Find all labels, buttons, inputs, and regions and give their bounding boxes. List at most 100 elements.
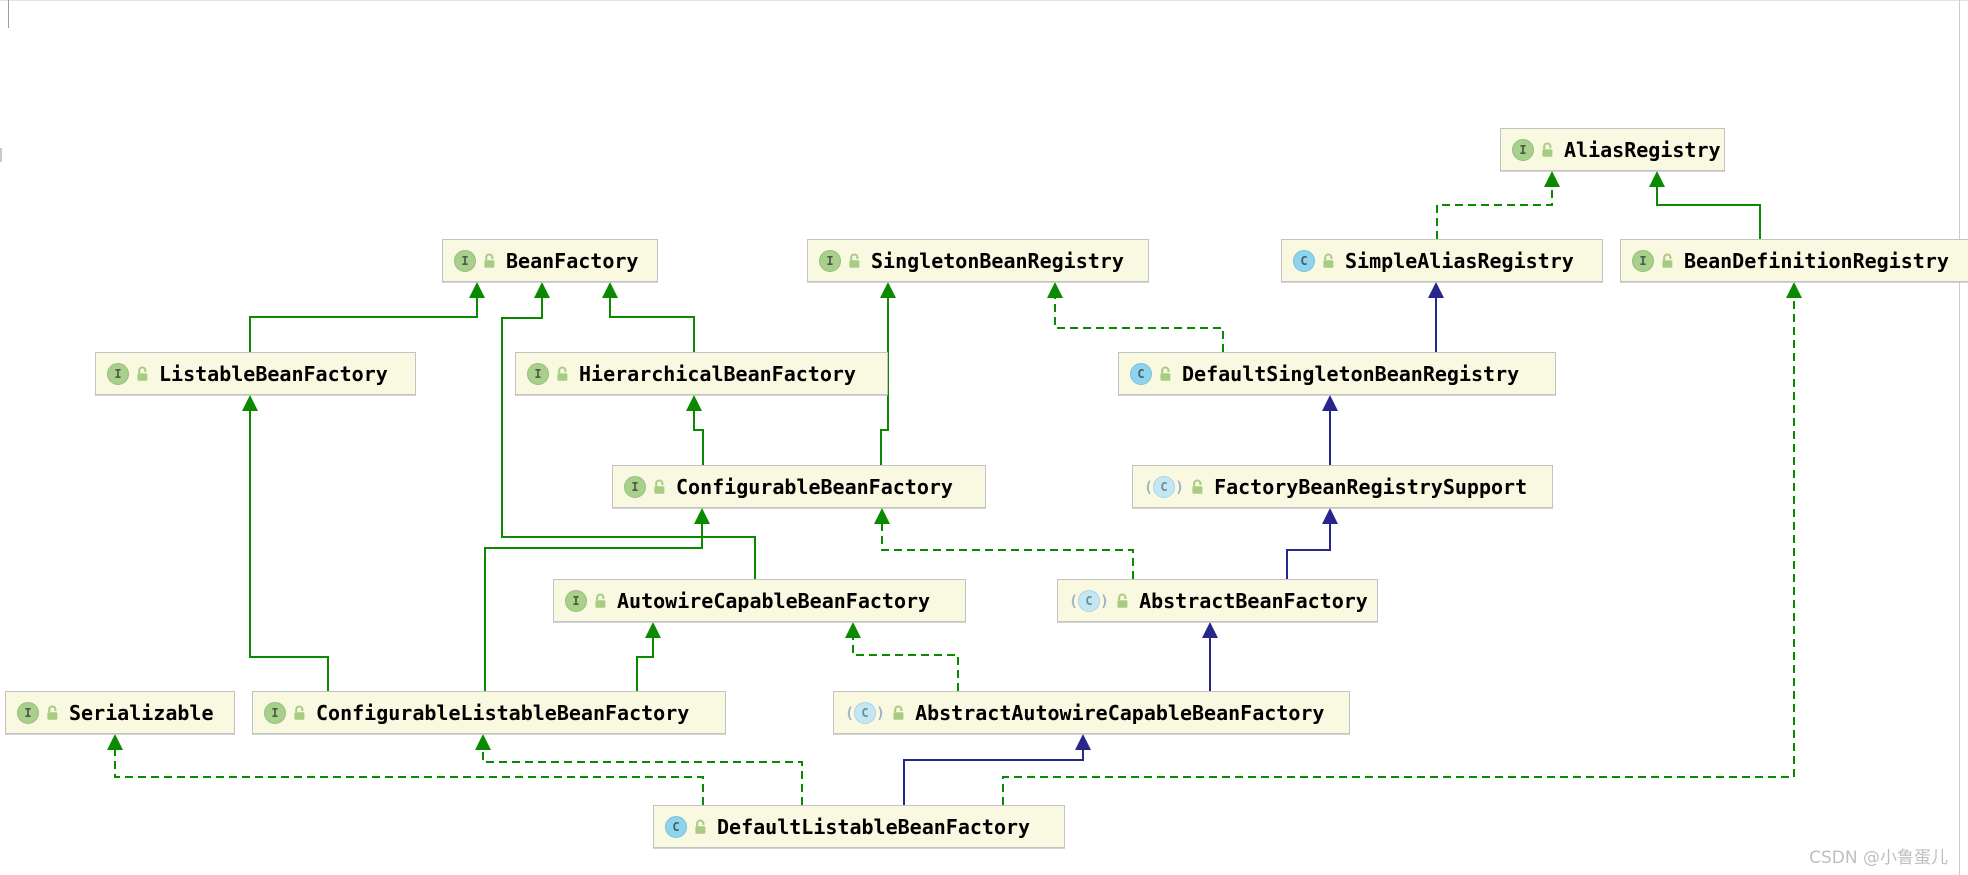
edge-BeanDefinitionRegistry-to-AliasRegistry [1656, 185, 1761, 239]
public-lock-icon [1659, 252, 1676, 269]
arrowhead-FactoryBeanRegistrySupport-to-DefaultSingletonBeanRegistry [1322, 395, 1338, 411]
edge-AutowireCapableBeanFactory-to-BeanFactory [501, 296, 756, 579]
edge-DefaultListableBeanFactory-to-ConfigurableListableBeanFactory [482, 748, 803, 805]
class-icon: C [1293, 249, 1337, 272]
edge-ListableBeanFactory-to-BeanFactory [249, 296, 478, 352]
class-icon: C [1130, 362, 1174, 385]
class-node-label: AutowireCapableBeanFactory [617, 588, 931, 613]
public-lock-icon [846, 252, 863, 269]
interface-icon: I [17, 701, 61, 724]
edge-ConfigurableBeanFactory-to-HierarchicalBeanFactory [693, 409, 704, 465]
public-lock-icon [1189, 478, 1206, 495]
edge-DefaultListableBeanFactory-to-Serializable [114, 748, 704, 805]
class-node-label: ConfigurableBeanFactory [676, 474, 953, 499]
class-node-AbstractAutowireCapableBeanFactory[interactable]: (C) AbstractAutowireCapableBeanFactory [833, 691, 1350, 734]
class-node-SingletonBeanRegistry[interactable]: I SingletonBeanRegistry [807, 239, 1149, 282]
arrowhead-SimpleAliasRegistry-to-AliasRegistry [1544, 171, 1560, 187]
public-lock-icon [291, 704, 308, 721]
arrowhead-ConfigurableBeanFactory-to-HierarchicalBeanFactory [686, 395, 702, 411]
abstract-paren-right: ) [1175, 477, 1185, 496]
class-node-SimpleAliasRegistry[interactable]: C SimpleAliasRegistry [1281, 239, 1603, 282]
class-node-BeanDefinitionRegistry[interactable]: I BeanDefinitionRegistry [1620, 239, 1968, 282]
interface-icon: I [264, 701, 308, 724]
public-lock-icon [134, 365, 151, 382]
edge-ConfigurableListableBeanFactory-to-ListableBeanFactory [249, 409, 329, 691]
top-border-line [0, 0, 1968, 1]
class-node-ConfigurableBeanFactory[interactable]: I ConfigurableBeanFactory [612, 465, 986, 508]
arrowhead-AbstractAutowireCapableBeanFactory-to-AutowireCapableBeanFactory [845, 622, 861, 638]
arrowhead-BeanDefinitionRegistry-to-AliasRegistry [1649, 171, 1665, 187]
arrowhead-ConfigurableListableBeanFactory-to-ConfigurableBeanFactory [694, 508, 710, 524]
class-node-label: DefaultListableBeanFactory [717, 814, 1031, 839]
abstract-class-icon: (C) [845, 701, 907, 724]
class-node-label: DefaultSingletonBeanRegistry [1182, 361, 1520, 386]
edge-DefaultListableBeanFactory-to-BeanDefinitionRegistry [1002, 296, 1795, 805]
edge-DefaultListableBeanFactory-to-AbstractAutowireCapableBeanFactory [903, 748, 1084, 805]
edge-AbstractBeanFactory-to-ConfigurableBeanFactory [881, 522, 1134, 579]
interface-icon: I [527, 362, 571, 385]
public-lock-icon [692, 818, 709, 835]
public-lock-icon [1157, 365, 1174, 382]
abstract-class-icon: (C) [1069, 589, 1131, 612]
abstract-paren-left: ( [1144, 477, 1154, 496]
class-node-label: SimpleAliasRegistry [1345, 248, 1574, 273]
class-node-AutowireCapableBeanFactory[interactable]: I AutowireCapableBeanFactory [553, 579, 966, 622]
public-lock-icon [481, 252, 498, 269]
class-node-label: ConfigurableListableBeanFactory [316, 700, 690, 725]
interface-icon: I [107, 362, 151, 385]
abstract-paren-left: ( [1069, 591, 1079, 610]
arrowhead-AbstractAutowireCapableBeanFactory-to-AbstractBeanFactory [1202, 622, 1218, 638]
interface-icon: I [1632, 249, 1676, 272]
arrowhead-ListableBeanFactory-to-BeanFactory [469, 282, 485, 298]
class-node-DefaultSingletonBeanRegistry[interactable]: C DefaultSingletonBeanRegistry [1118, 352, 1556, 395]
class-node-label: HierarchicalBeanFactory [579, 361, 856, 386]
edge-AbstractAutowireCapableBeanFactory-to-AutowireCapableBeanFactory [852, 636, 959, 691]
class-node-label: BeanDefinitionRegistry [1684, 248, 1949, 273]
arrowhead-DefaultListableBeanFactory-to-BeanDefinitionRegistry [1786, 282, 1802, 298]
class-node-label: SingletonBeanRegistry [871, 248, 1124, 273]
class-node-FactoryBeanRegistrySupport[interactable]: (C) FactoryBeanRegistrySupport [1132, 465, 1553, 508]
edge-ConfigurableListableBeanFactory-to-AutowireCapableBeanFactory [636, 636, 654, 691]
public-lock-icon [1320, 252, 1337, 269]
left-edge-stub [8, 0, 9, 28]
class-node-AliasRegistry[interactable]: I AliasRegistry [1500, 128, 1725, 171]
public-lock-icon [890, 704, 907, 721]
class-node-ListableBeanFactory[interactable]: I ListableBeanFactory [95, 352, 416, 395]
class-node-AbstractBeanFactory[interactable]: (C) AbstractBeanFactory [1057, 579, 1378, 622]
class-node-label: FactoryBeanRegistrySupport [1214, 474, 1528, 499]
arrowhead-ConfigurableListableBeanFactory-to-ListableBeanFactory [242, 395, 258, 411]
arrowhead-AbstractBeanFactory-to-FactoryBeanRegistrySupport [1322, 508, 1338, 524]
edge-ConfigurableBeanFactory-to-SingletonBeanRegistry [880, 296, 889, 465]
interface-icon: I [1512, 138, 1556, 161]
arrowhead-AutowireCapableBeanFactory-to-BeanFactory [534, 282, 550, 298]
right-border-line [1959, 0, 1960, 875]
public-lock-icon [1539, 141, 1556, 158]
interface-icon: I [565, 589, 609, 612]
edge-DefaultSingletonBeanRegistry-to-SingletonBeanRegistry [1054, 296, 1224, 352]
class-node-DefaultListableBeanFactory[interactable]: C DefaultListableBeanFactory [653, 805, 1065, 848]
public-lock-icon [44, 704, 61, 721]
edge-ConfigurableListableBeanFactory-to-ConfigurableBeanFactory [484, 522, 703, 691]
class-icon: C [665, 815, 709, 838]
arrowhead-ConfigurableListableBeanFactory-to-AutowireCapableBeanFactory [645, 622, 661, 638]
class-node-BeanFactory[interactable]: I BeanFactory [442, 239, 658, 282]
arrowhead-AbstractBeanFactory-to-ConfigurableBeanFactory [874, 508, 890, 524]
abstract-class-icon: (C) [1144, 475, 1206, 498]
abstract-paren-left: ( [845, 703, 855, 722]
arrowhead-DefaultListableBeanFactory-to-Serializable [107, 734, 123, 750]
interface-icon: I [454, 249, 498, 272]
class-node-label: Serializable [69, 700, 214, 725]
arrowhead-DefaultSingletonBeanRegistry-to-SingletonBeanRegistry [1047, 282, 1063, 298]
public-lock-icon [651, 478, 668, 495]
class-node-label: AbstractBeanFactory [1139, 588, 1368, 613]
edge-HierarchicalBeanFactory-to-BeanFactory [609, 296, 695, 352]
class-node-label: AliasRegistry [1564, 137, 1721, 162]
class-node-Serializable[interactable]: I Serializable [5, 691, 235, 734]
class-node-HierarchicalBeanFactory[interactable]: I HierarchicalBeanFactory [515, 352, 888, 395]
class-node-ConfigurableListableBeanFactory[interactable]: I ConfigurableListableBeanFactory [252, 691, 726, 734]
csdn-watermark: CSDN @小鲁蛋儿 [1809, 848, 1948, 868]
abstract-paren-right: ) [1100, 591, 1110, 610]
class-node-label: ListableBeanFactory [159, 361, 388, 386]
